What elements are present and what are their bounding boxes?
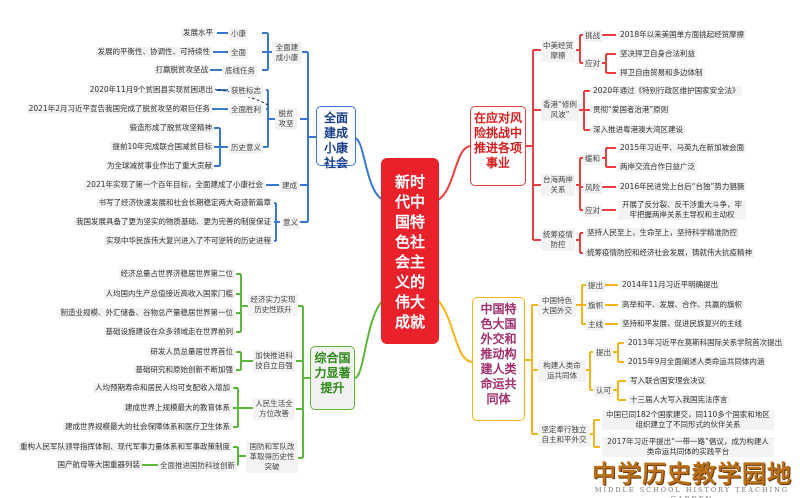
branch-label[interactable]: 加快推进科技自立自强: [253, 350, 295, 372]
branch-label[interactable]: 脱贫攻坚: [275, 108, 297, 130]
branch-label[interactable]: 坚定奉行独立自主和平外交: [538, 424, 590, 446]
watermark-logo: 中学历史教学园地 MIDDLE SCHOOL HISTORY TEACHING …: [592, 462, 792, 498]
branch-label[interactable]: 提出: [586, 280, 605, 292]
branch-label[interactable]: 台海两岸关系: [541, 174, 575, 196]
branch-label[interactable]: 缓和: [583, 153, 602, 165]
topic-national-strength[interactable]: 综合国力显著提升: [310, 346, 355, 410]
branch-label[interactable]: 人民生活全方位改善: [253, 398, 295, 420]
central-topic[interactable]: 新时代中国特色社会主义的伟大成就: [381, 158, 439, 344]
leaf-node[interactable]: 基础设施建设在众多领域走在世界前列: [103, 327, 235, 337]
branch-label[interactable]: 建成: [280, 180, 299, 192]
leaf-node[interactable]: 捍卫自由贸易和多边体制: [618, 68, 705, 78]
branch-label[interactable]: 获胜标志: [229, 85, 263, 97]
leaf-node[interactable]: 建成世界规模最大的社会保障体系和医疗卫生体系: [63, 422, 232, 432]
leaf-node[interactable]: 人均国内生产总值接近高收入国家门槛: [103, 289, 235, 299]
branch-label[interactable]: 中国特色大国外交: [538, 295, 576, 317]
leaf-node[interactable]: 2014年11月习近平明确提出: [620, 280, 721, 290]
leaf-node[interactable]: 写入联合国安理会决议: [628, 376, 707, 386]
leaf-node[interactable]: 2020年通过《特别行政区维护国家安全法》: [591, 86, 742, 96]
leaf-node[interactable]: 经济总量占世界济稳居世界第二位: [118, 269, 235, 279]
branch-label[interactable]: 应对: [583, 205, 602, 217]
branch-label[interactable]: 国防和军队改革取得历史性突破: [246, 441, 298, 473]
leaf-node[interactable]: 发展的平衡性、协调性、可持续性: [95, 47, 212, 57]
branch-label[interactable]: 提出: [594, 347, 613, 359]
topic-title: 综合国力显著提升: [314, 351, 351, 395]
leaf-node[interactable]: 我国发展具备了更为坚实的物质基础、更为完善的制度保证: [74, 217, 273, 227]
branch-label[interactable]: 挑战: [583, 30, 602, 42]
branch-label[interactable]: 意义: [281, 217, 300, 229]
leaf-node[interactable]: 十三届人大写入我国宪法序言: [628, 395, 730, 405]
topic-title: 全面建成小康社会: [323, 111, 348, 170]
leaf-node[interactable]: 为全球减贫事业作出了重大贡献: [105, 161, 214, 171]
leaf-node[interactable]: 开展了反分裂、反干涉重大斗争，牢牢把握两岸关系主导权和主动权: [618, 200, 746, 220]
leaf-node[interactable]: 人均预期寿命和居民人均可支配收入增加: [93, 383, 232, 393]
leaf-node[interactable]: 坚持人民至上，生命至上，坚持科学精准防控: [585, 228, 739, 238]
leaf-node[interactable]: 贯彻“爱国者治港”原则: [591, 105, 671, 115]
branch-label[interactable]: 全面建成小康: [272, 42, 302, 64]
leaf-node[interactable]: 统筹疫情防控和经济社会发展，铸就伟大抗疫精神: [585, 248, 754, 258]
leaf-node[interactable]: 提前10年完成联合国减贫目标: [110, 142, 214, 152]
leaf-node[interactable]: 2013年习近平在莫斯科国际关系学院首次提出: [626, 338, 785, 348]
leaf-node[interactable]: 国产航母等大国重器列装: [55, 460, 142, 470]
leaf-node[interactable]: 基础研究和原始创新不断加强: [133, 365, 235, 375]
leaf-node[interactable]: 锻造形成了脱贫攻坚精神: [127, 123, 214, 133]
leaf-node[interactable]: 发展水平: [181, 28, 215, 38]
leaf-node[interactable]: 2016年民进党上台后“台独”势力猖獗: [618, 182, 747, 192]
branch-label[interactable]: 应对: [583, 58, 602, 70]
branch-label[interactable]: 底线任务: [223, 65, 257, 77]
branch-label[interactable]: 统筹疫情防控: [541, 229, 575, 251]
topic-major-country-diplomacy[interactable]: 中国特色大国外交和推动构建人类命运共同体: [472, 297, 525, 421]
logo-english-text: MIDDLE SCHOOL HISTORY TEACHING GARDEN: [594, 486, 790, 498]
topic-risk-challenges[interactable]: 在应对风险挑战中推进各项事业: [470, 106, 526, 186]
topic-title: 在应对风险挑战中推进各项事业: [474, 111, 523, 170]
branch-label[interactable]: 历史意义: [229, 142, 263, 154]
leaf-node[interactable]: 2015年9月全面阐述人类命运共同体内涵: [626, 357, 767, 367]
branch-label[interactable]: 全面推进国防科技创新: [158, 460, 237, 472]
leaf-node[interactable]: 2017年习近平提出“一带一路”倡议，成为构建人类命运共同体的实践平台: [602, 437, 774, 457]
leaf-node[interactable]: 坚决捍卫自身合法利益: [618, 49, 697, 59]
leaf-node[interactable]: 建成世界上规模最大的教育体系: [123, 403, 232, 413]
topic-title: 中国特色大国外交和推动构建人类命运共同体: [480, 302, 517, 406]
branch-label[interactable]: 风险: [583, 182, 602, 194]
leaf-node[interactable]: 2021年实现了第一个百年目标，全面建成了小康社会: [84, 180, 265, 190]
leaf-node[interactable]: 两岸交流合作日益广泛: [618, 162, 697, 172]
topic-comprehensive-xiaokang[interactable]: 全面建成小康社会: [316, 106, 356, 170]
branch-label[interactable]: 认可: [594, 385, 613, 397]
leaf-node[interactable]: 中国已同182个国家建交，同110多个国家和地区组织建立了不同形式的伙伴关系: [602, 410, 774, 430]
leaf-node[interactable]: 书写了经济快速发展和社会长期稳定两大奇迹新篇章: [96, 198, 273, 208]
branch-label[interactable]: 全面: [229, 47, 248, 59]
branch-label[interactable]: 构建人类命运共同体: [538, 360, 586, 382]
leaf-node[interactable]: 2015年习近平、马英九在新加坡会面: [618, 143, 747, 153]
leaf-node[interactable]: 2020年11月9个贫困县实现贫困退出: [87, 85, 215, 95]
leaf-node[interactable]: 2018年以来美国单方面挑起经贸摩擦: [618, 30, 747, 40]
leaf-node[interactable]: 2021年2月习近平宣告我国完成了脱贫攻坚的艰巨任务: [26, 104, 212, 114]
branch-label[interactable]: 小康: [229, 28, 248, 40]
leaf-node[interactable]: 坚持和平发展，促进民族复兴的主线: [620, 319, 744, 329]
logo-chinese-text: 中学历史教学园地: [592, 459, 792, 488]
branch-label[interactable]: 全面胜利: [229, 104, 263, 116]
leaf-node[interactable]: 高举和平、发展、合作、共赢的旗帜: [620, 300, 744, 310]
branch-label[interactable]: 香港“修例风波”: [541, 99, 579, 121]
branch-label[interactable]: 中美经贸摩擦: [541, 40, 575, 62]
leaf-node[interactable]: 研发人员总量居世界首位: [148, 347, 235, 357]
leaf-node[interactable]: 制造业规模、外汇储备、谷物总产量稳居世界第一位: [58, 308, 235, 318]
branch-label[interactable]: 主线: [586, 319, 605, 331]
leaf-node[interactable]: 重构人民军队领导指挥体制、现代军事力量体系和军事政策制度: [18, 442, 232, 452]
branch-label[interactable]: 经济实力实现历史性跃升: [248, 294, 298, 316]
leaf-node[interactable]: 打赢脱贫攻坚战: [153, 65, 210, 75]
leaf-node[interactable]: 实现中华民族伟大复兴进入了不可逆转的历史进程: [104, 236, 273, 246]
leaf-node[interactable]: 深入推进粤港澳大湾区建设: [591, 125, 685, 135]
branch-label[interactable]: 旗帜: [586, 300, 605, 312]
